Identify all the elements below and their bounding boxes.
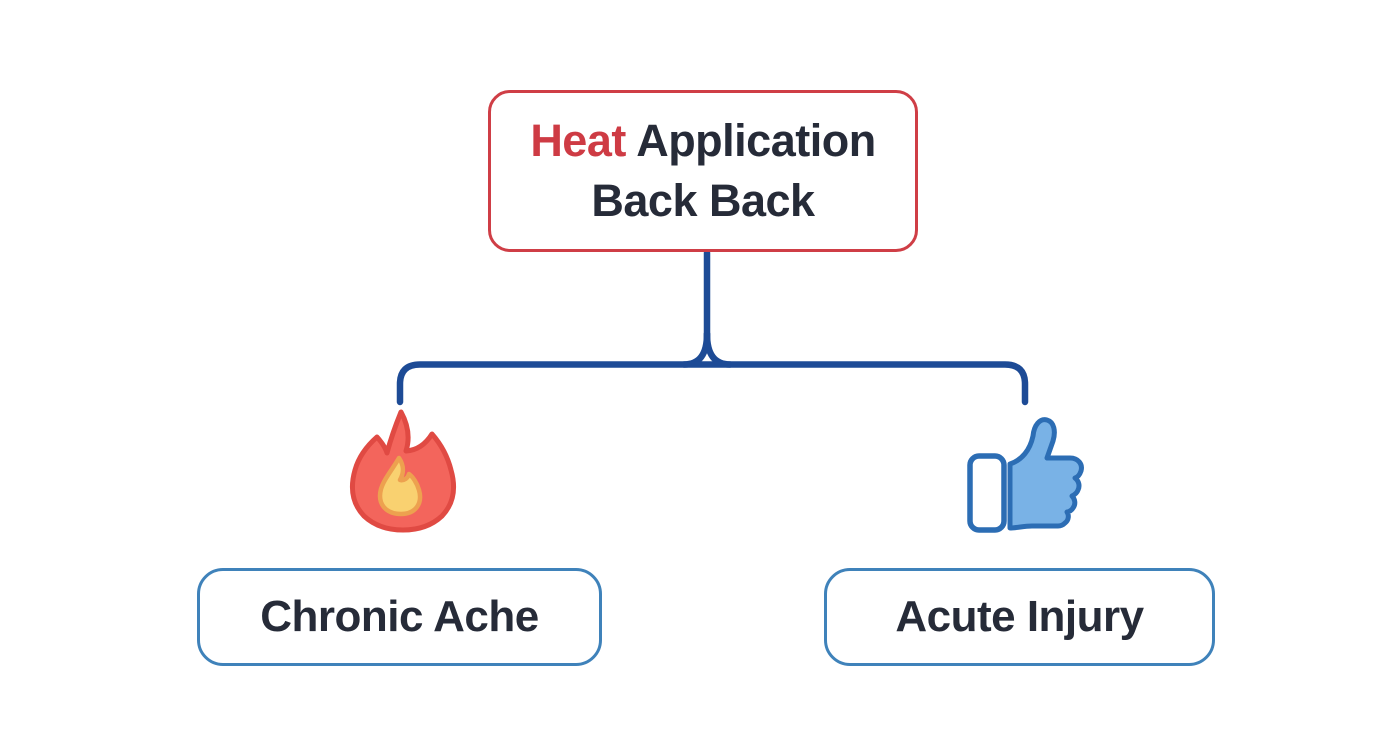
root-node-heat-application: Heat Application Back Back xyxy=(488,90,918,252)
thumb-cuff xyxy=(967,453,1007,533)
root-title-line1: Heat Application xyxy=(530,111,876,171)
root-title-accent: Heat xyxy=(530,115,626,166)
fire-icon xyxy=(350,409,456,533)
branch-label: Acute Injury xyxy=(895,592,1144,641)
branch-node-acute-injury: Acute Injury xyxy=(824,568,1215,666)
connector-fillet-left xyxy=(680,330,711,368)
thumbs-up-icon xyxy=(967,417,1084,533)
connector-fillet-right xyxy=(703,330,734,368)
root-title-rest: Application xyxy=(625,115,876,166)
connector-branch xyxy=(396,361,1029,406)
root-title-line2: Back Back xyxy=(591,175,815,226)
branch-label: Chronic Ache xyxy=(260,592,539,641)
branch-node-chronic-ache: Chronic Ache xyxy=(197,568,602,666)
